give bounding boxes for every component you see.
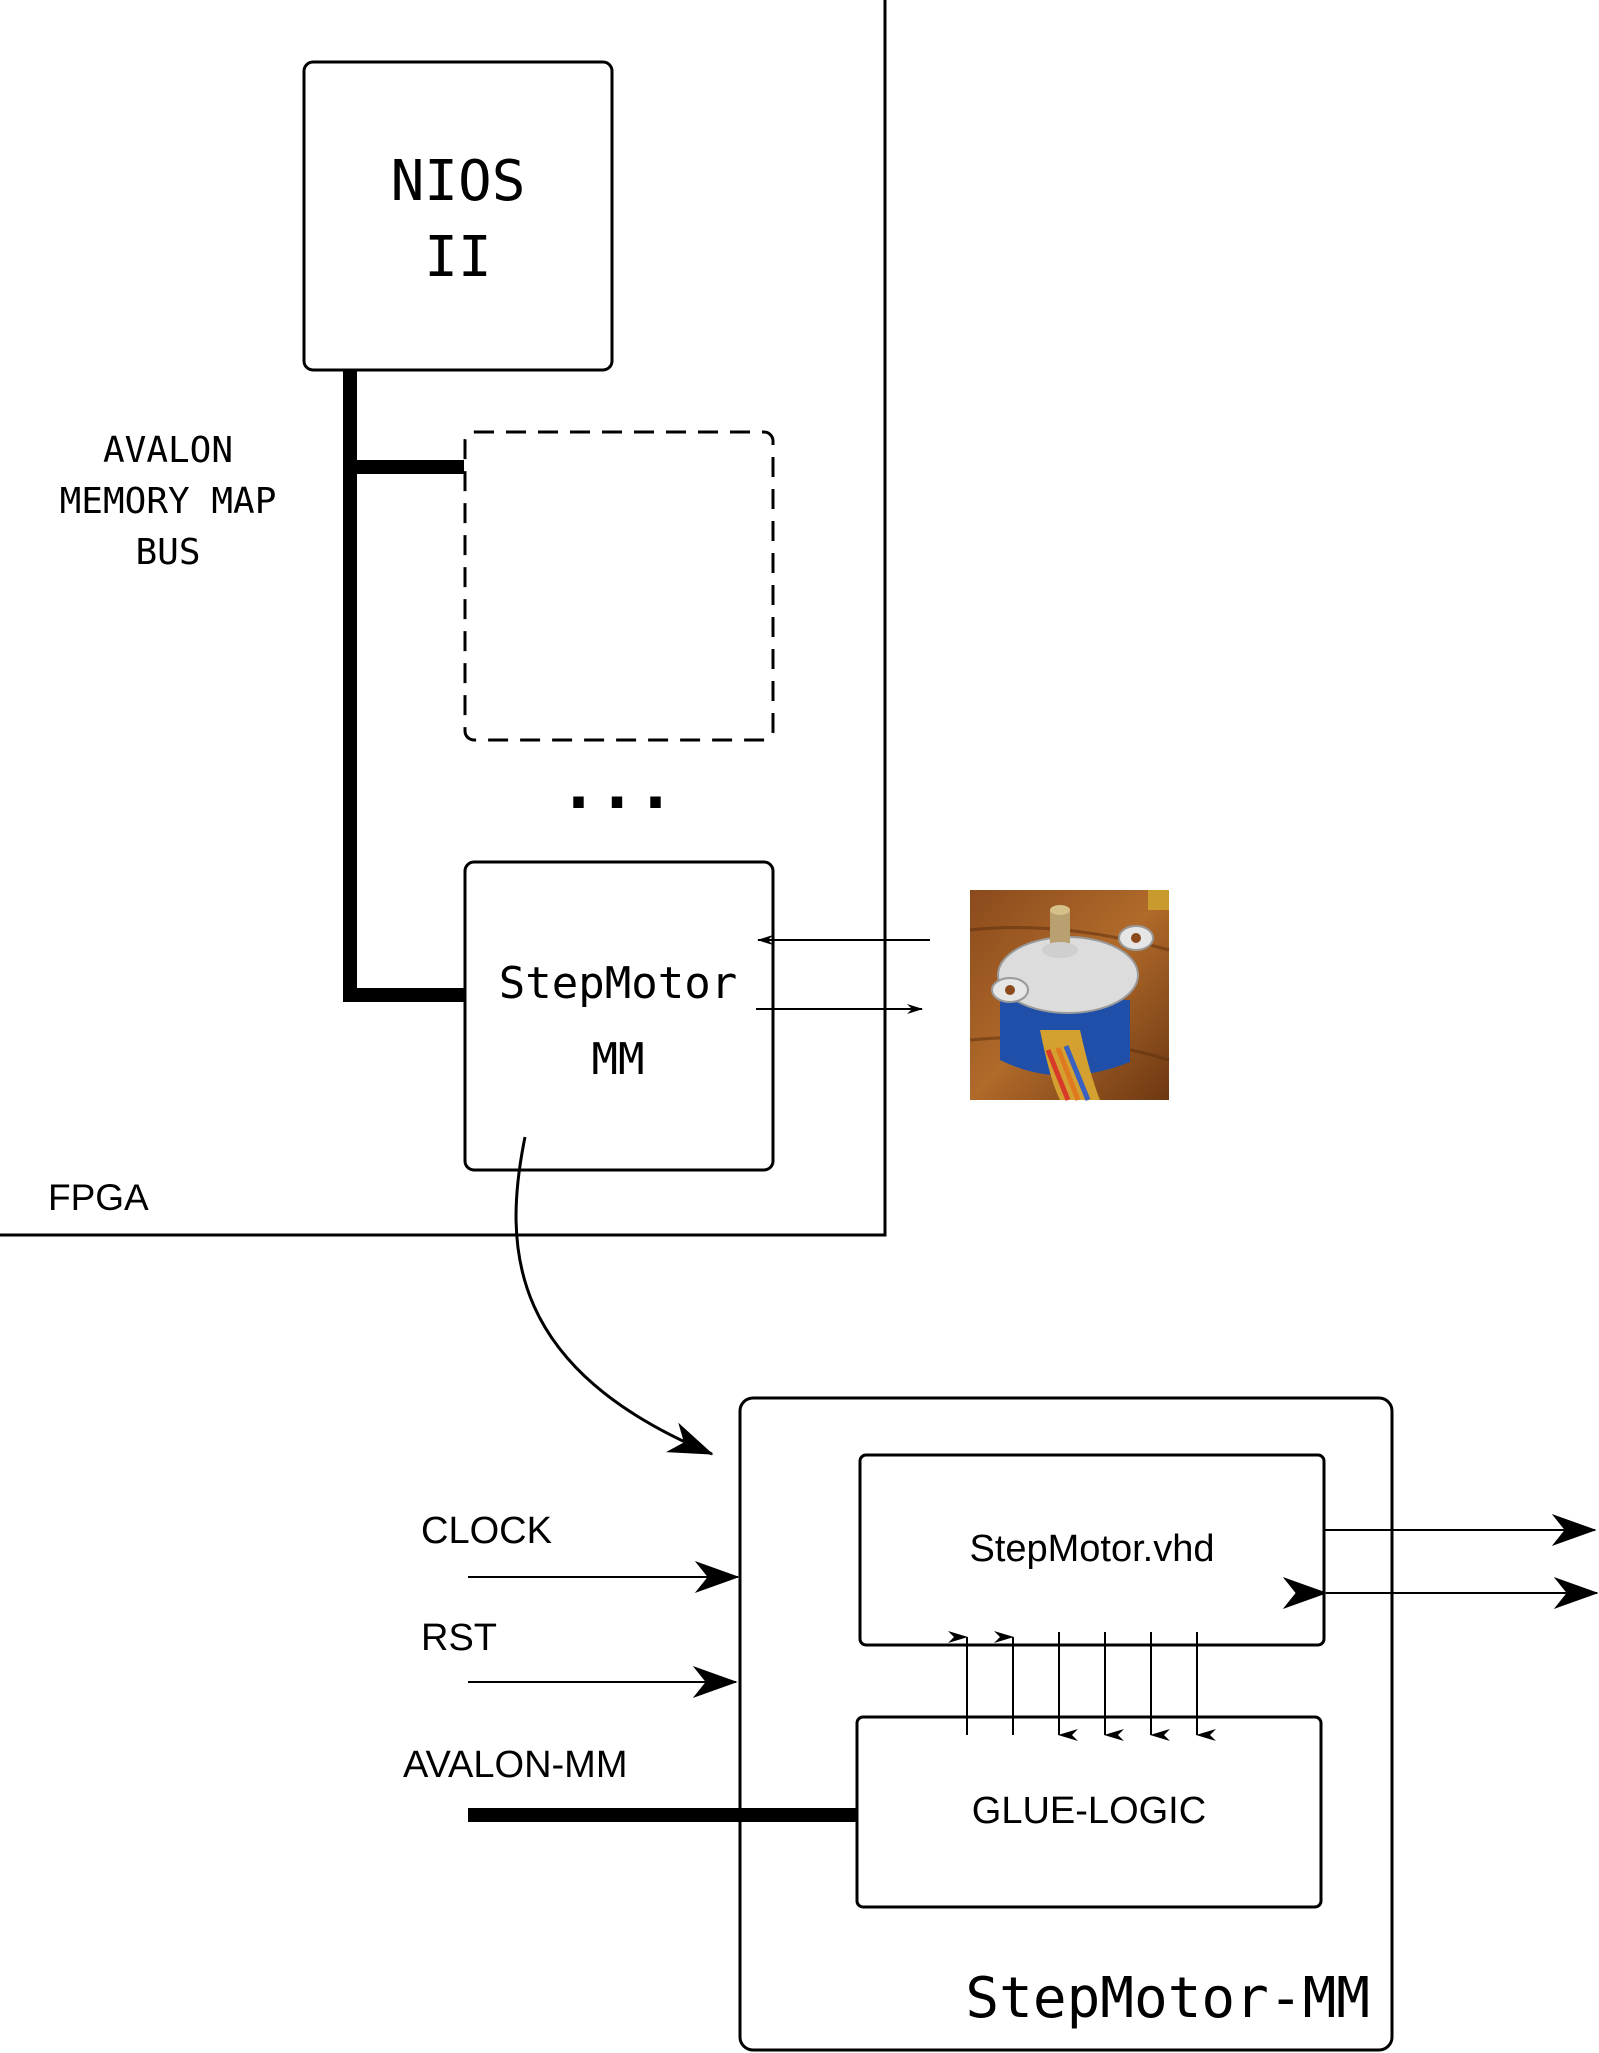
- placeholder-peripheral: [463, 430, 775, 742]
- avalon-bus: [343, 370, 467, 1002]
- fpga-label: FPGA: [48, 1177, 149, 1218]
- rst-label: RST: [421, 1617, 497, 1659]
- bus-label-line1: AVALON: [103, 430, 233, 471]
- glue-logic-block: GLUE-LOGIC: [855, 1715, 1323, 1909]
- nios-label-line1: NIOS: [391, 149, 526, 214]
- stepmotor-vhd-label: StepMotor.vhd: [969, 1528, 1214, 1570]
- stepmotor-label-line1: StepMotor: [499, 958, 737, 1009]
- stepmotor-mm-detail-block: [738, 1396, 1394, 2052]
- internal-signal-arrows: [948, 1631, 1216, 1741]
- stepper-motor-photo: [969, 890, 1170, 1101]
- glue-logic-label: GLUE-LOGIC: [972, 1790, 1206, 1832]
- detail-title: StepMotor-MM: [965, 1966, 1370, 2031]
- stepmotor-label-line2: MM: [592, 1034, 645, 1085]
- stepmotor-vhd-block: StepMotor.vhd: [858, 1453, 1326, 1647]
- expand-detail-arrow: [514, 1136, 714, 1456]
- more-peripherals-ellipsis: ...: [559, 750, 675, 824]
- fpga-boundary: [0, 0, 887, 1237]
- bus-label-line3: BUS: [135, 532, 200, 573]
- bus-label-line2: MEMORY MAP: [60, 481, 277, 522]
- nios-ii-block: NIOS II: [302, 60, 614, 372]
- nios-label-line2: II: [424, 225, 491, 290]
- stepmotor-mm-block: StepMotor MM: [463, 860, 775, 1172]
- clock-label: CLOCK: [421, 1510, 552, 1552]
- avalon-mm-label: AVALON-MM: [403, 1744, 628, 1786]
